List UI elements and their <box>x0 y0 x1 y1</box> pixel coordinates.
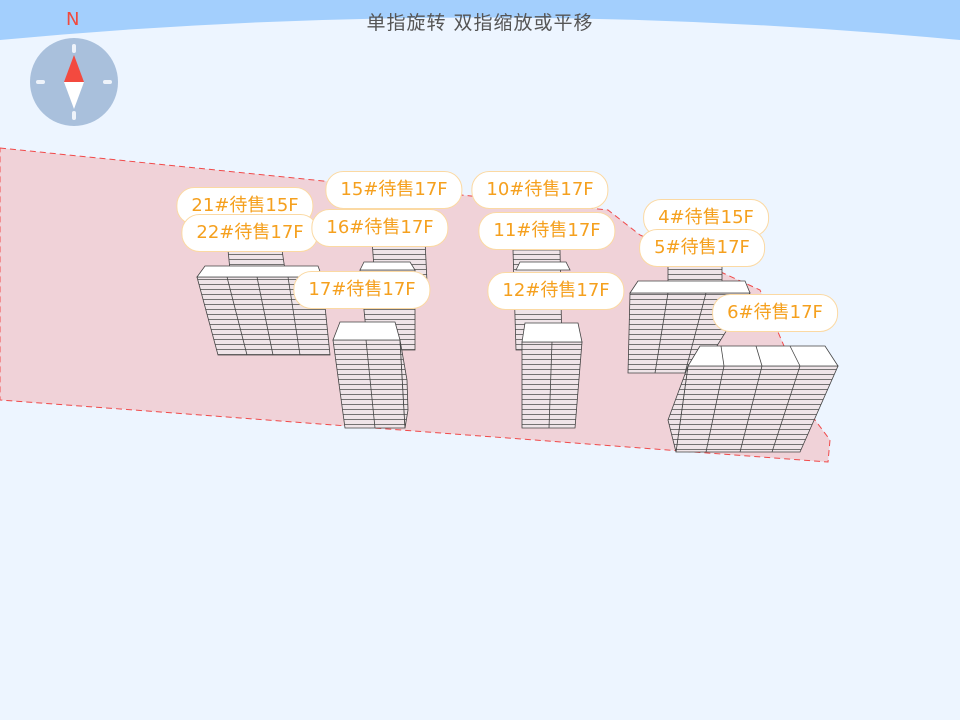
building-label-16[interactable]: 16#待售17F <box>311 209 449 247</box>
building-6[interactable] <box>667 345 839 453</box>
building-label-5[interactable]: 5#待售17F <box>639 229 765 267</box>
building-12[interactable] <box>521 322 583 429</box>
building-label-6[interactable]: 6#待售17F <box>712 294 838 332</box>
building-label-12[interactable]: 12#待售17F <box>487 272 625 310</box>
building-label-11[interactable]: 11#待售17F <box>478 212 616 250</box>
gesture-hint: 单指旋转 双指缩放或平移 <box>366 12 594 34</box>
north-label: N <box>66 9 80 30</box>
building-label-22[interactable]: 22#待售17F <box>181 214 319 252</box>
building-label-10[interactable]: 10#待售17F <box>471 171 609 209</box>
compass-needle-icon <box>36 44 112 120</box>
building-label-15[interactable]: 15#待售17F <box>325 171 463 209</box>
compass-icon[interactable] <box>30 38 118 126</box>
sky-band <box>0 0 960 40</box>
building-label-17[interactable]: 17#待售17F <box>293 271 431 309</box>
building-17[interactable] <box>332 321 409 429</box>
